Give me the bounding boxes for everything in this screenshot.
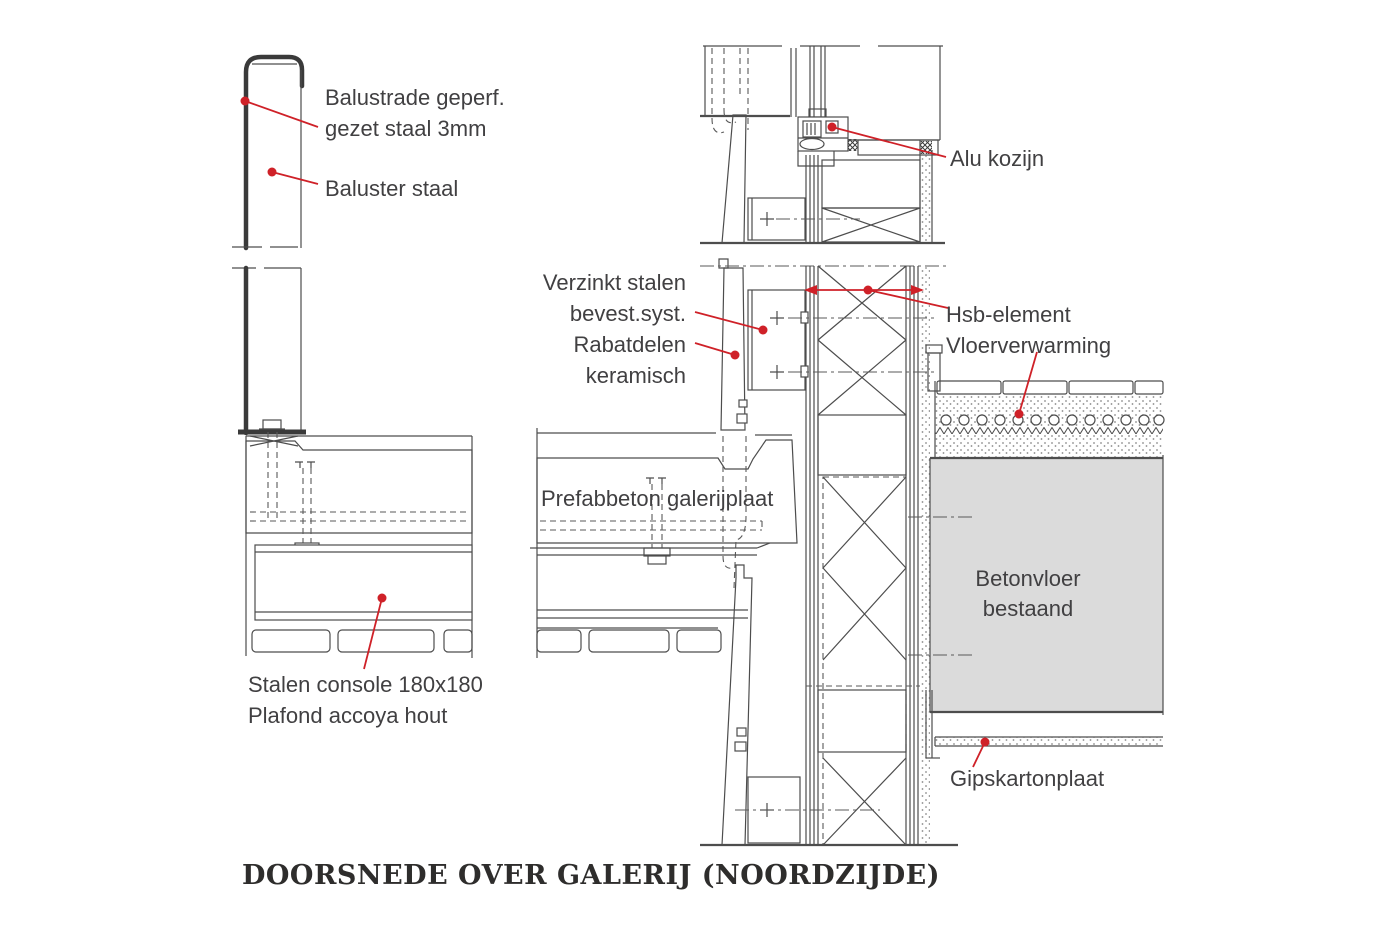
drawing-title: DOORSNEDE OVER GALERIJ (NOORDZIJDE) [242, 860, 940, 891]
prefab-slab-middle [536, 428, 798, 658]
plank-bottom [721, 564, 753, 846]
label-prefabbeton: Prefabbeton galerijplaat [541, 486, 773, 511]
label-gipskartonplaat: Gipskartonplaat [950, 766, 1104, 791]
hsb-wall-middle [700, 265, 948, 845]
label-betonvloer-line1: Betonvloer [975, 566, 1080, 591]
floor-buildup [925, 344, 1165, 458]
fixing-bracket-top [747, 197, 860, 241]
label-rabatdelen-line1: Rabatdelen [573, 332, 686, 357]
steel-console-left [254, 544, 473, 621]
plank-middle [720, 267, 746, 431]
label-hsb-element: Hsb-element [946, 302, 1071, 327]
balustrade-top [232, 54, 305, 269]
betonvloer-bestaand [908, 455, 1164, 715]
label-rabatdelen-line2: keramisch [586, 363, 686, 388]
alu-frame-profile [797, 116, 858, 167]
concrete-slab-left [245, 440, 473, 534]
window-section [700, 45, 945, 245]
label-balustrade-line2: gezet staal 3mm [325, 116, 486, 141]
ceiling-accoya-middle [536, 629, 722, 653]
label-stalen-console: Stalen console 180x180 [248, 672, 483, 697]
label-betonvloer-line2: bestaand [983, 596, 1074, 621]
steel-console-middle [530, 542, 771, 629]
label-plafond: Plafond accoya hout [248, 703, 447, 728]
floor-heating-pipes [940, 414, 1165, 426]
baluster-lower [238, 265, 306, 518]
label-baluster: Baluster staal [325, 176, 458, 201]
labels: Balustrade geperf. gezet staal 3mm Balus… [242, 85, 1111, 891]
label-balustrade-line1: Balustrade geperf. [325, 85, 505, 110]
label-verzinkt-line1: Verzinkt stalen [543, 270, 686, 295]
label-verzinkt-line2: bevest.syst. [570, 301, 686, 326]
ceiling-accoya-left [251, 629, 473, 653]
ceramic-cladding-planks [718, 114, 753, 846]
window-sill [848, 46, 941, 156]
wood-floor-planks [936, 380, 1164, 395]
fixing-bracket-bottom [735, 776, 880, 844]
concrete-slab-middle [536, 439, 798, 544]
gypsum-board [925, 690, 1163, 759]
fixing-bracket-middle [747, 289, 935, 391]
annotation-leaders [240, 96, 1038, 768]
label-alu-kozijn: Alu kozijn [950, 146, 1044, 171]
hsb-wall-lower [700, 476, 958, 847]
plank-top [721, 114, 747, 244]
double-glazing [808, 46, 827, 118]
label-vloerverwarming: Vloerverwarming [946, 333, 1111, 358]
